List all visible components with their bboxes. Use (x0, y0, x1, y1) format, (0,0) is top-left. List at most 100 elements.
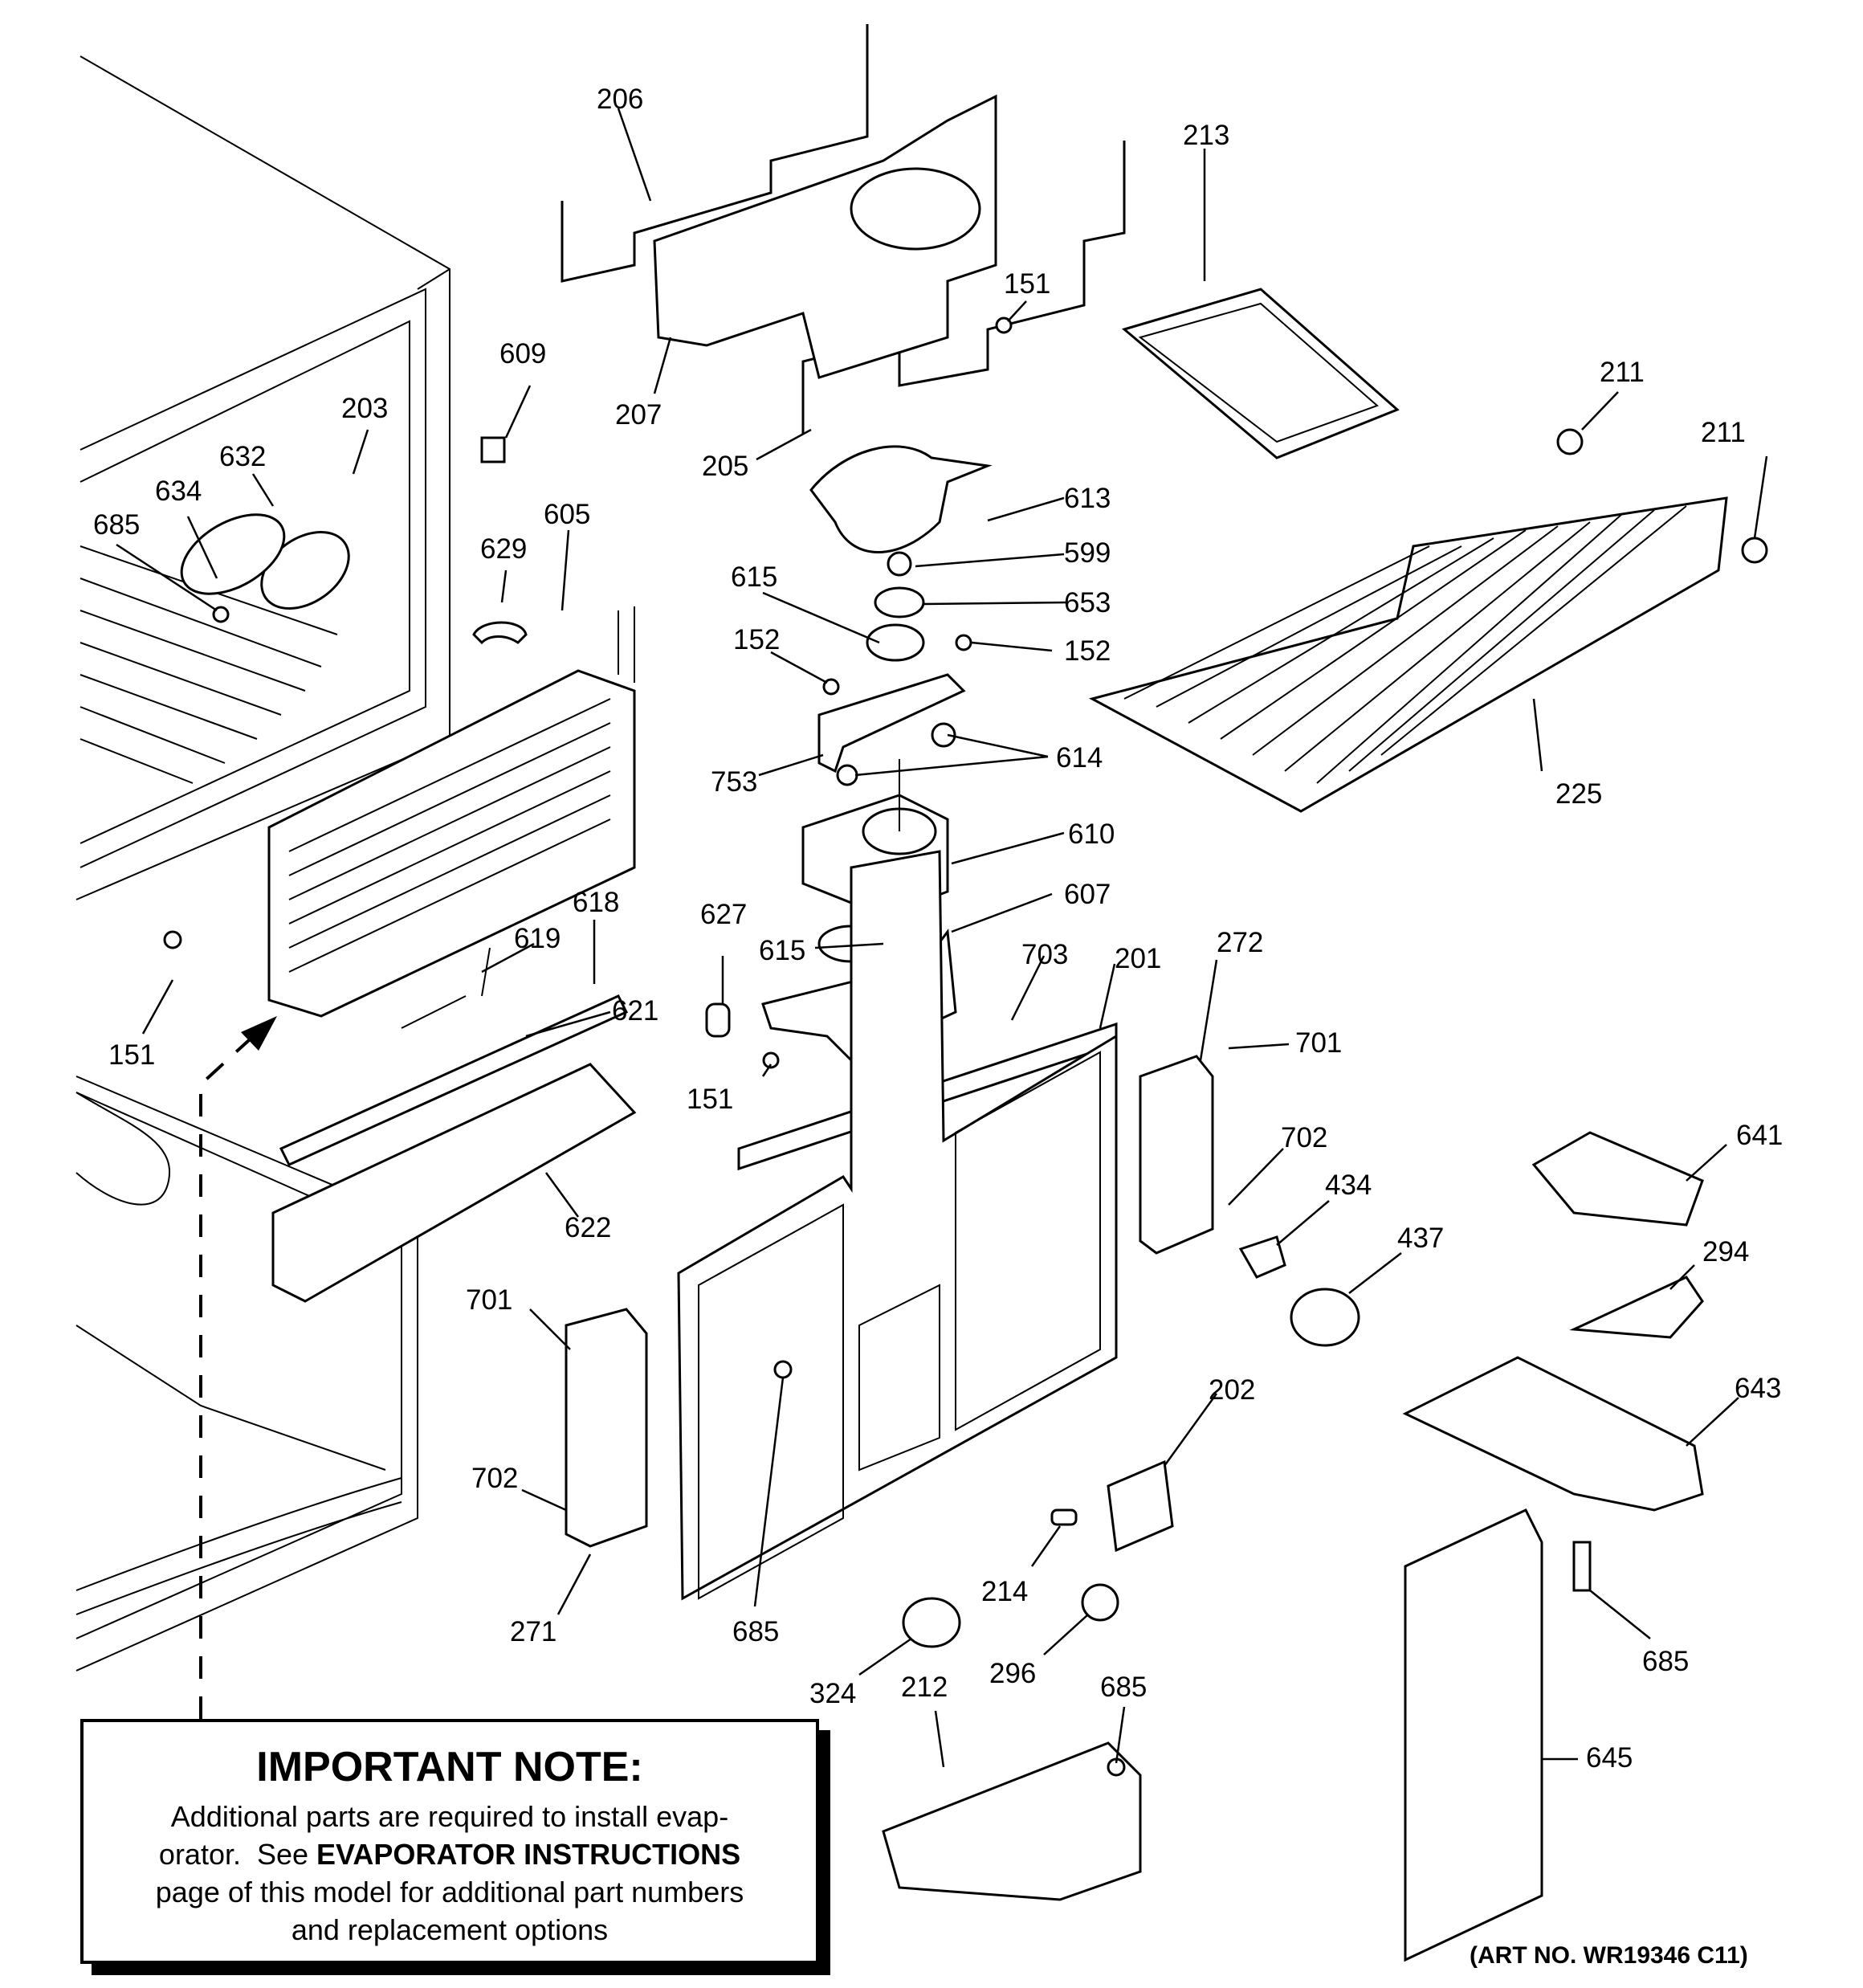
duct-272 (1139, 1055, 1214, 1255)
important-note-body: Additional parts are required to install… (84, 1798, 816, 1949)
duct-271 (565, 1308, 648, 1548)
art-number: (ART NO. WR19346 C11) (1470, 1942, 1748, 1969)
callout-272: 272 (1217, 927, 1263, 958)
thermistor-627 (705, 1002, 731, 1038)
callout-643: 643 (1735, 1373, 1781, 1404)
callout-599: 599 (1064, 537, 1111, 569)
screw-685-cover (773, 1360, 793, 1379)
fan-blade (809, 445, 993, 553)
evaporator-cover-drawing (677, 850, 1118, 1601)
callout-205: 205 (702, 451, 748, 482)
callout-614: 614 (1056, 742, 1103, 774)
evaporator-drawing (267, 606, 636, 1018)
control-housing (180, 513, 286, 595)
fan-nut (887, 551, 912, 577)
callout-618: 618 (573, 887, 619, 918)
note-line-1: Additional parts are required to install… (170, 1800, 729, 1833)
shelf-support-left (1556, 428, 1584, 455)
callout-324: 324 (809, 1678, 856, 1709)
screw-685-right (1572, 1541, 1592, 1592)
bottom-parts (882, 1459, 1174, 1901)
cover-641 (1531, 1131, 1704, 1227)
grommet-top (866, 623, 925, 662)
callout-685-cabinet: 685 (93, 509, 140, 541)
important-note-box: IMPORTANT NOTE: Additional parts are req… (80, 1719, 819, 1964)
ice-tray (1121, 288, 1400, 459)
callout-294: 294 (1702, 1236, 1749, 1268)
callout-202: 202 (1209, 1374, 1255, 1406)
right-side-parts (1402, 1131, 1704, 1962)
bulb-437 (1290, 1288, 1360, 1347)
callout-702-left: 702 (471, 1463, 518, 1494)
callout-645: 645 (1586, 1742, 1633, 1774)
callout-214: 214 (981, 1576, 1028, 1607)
screw-151-center (762, 1051, 780, 1069)
callout-151-center: 151 (687, 1084, 733, 1115)
evaporator-guide-arrow (199, 1016, 277, 1719)
callout-434: 434 (1325, 1170, 1372, 1201)
callout-653: 653 (1064, 587, 1111, 618)
callout-701-right: 701 (1295, 1027, 1342, 1059)
diffuser-212 (882, 1741, 1142, 1901)
callout-437: 437 (1397, 1223, 1444, 1254)
screw-152-right (955, 634, 972, 651)
defrost-heater-drawing (271, 947, 637, 1303)
shield-294 (1569, 1276, 1704, 1339)
wire-shelf (1088, 496, 1728, 813)
screw-151-left (163, 930, 182, 949)
callout-211-right: 211 (1701, 417, 1746, 448)
callout-753: 753 (711, 766, 757, 798)
cover-645 (1404, 1508, 1543, 1962)
cap-296 (1081, 1583, 1119, 1622)
note-line-4: and replacement options (291, 1913, 609, 1946)
callout-685-right: 685 (1642, 1646, 1689, 1677)
callout-607: 607 (1064, 879, 1111, 910)
cabinet-drawing (75, 55, 450, 1672)
callout-296: 296 (989, 1658, 1036, 1689)
light-parts (1238, 1235, 1360, 1347)
motor-bracket-top (817, 673, 966, 774)
callout-211-left: 211 (1600, 357, 1645, 388)
callout-609: 609 (499, 338, 546, 369)
callout-615-top: 615 (731, 561, 777, 593)
callout-632: 632 (219, 441, 266, 472)
callout-627: 627 (700, 899, 747, 930)
fan-shroud (653, 94, 997, 379)
callout-151-left: 151 (108, 1039, 155, 1071)
duct-drawing (565, 1055, 1214, 1548)
callout-271: 271 (510, 1616, 556, 1647)
ice-tray-drawing (1121, 288, 1400, 459)
callout-labels: 206 213 151 609 203 207 211 211 632 205 … (93, 84, 1783, 1774)
screw-214 (1050, 1508, 1078, 1526)
evaporator-instructions-text: EVAPORATOR INSTRUCTIONS (316, 1838, 741, 1871)
small-parts (163, 316, 1118, 1171)
fan-opening (850, 167, 981, 251)
fan-bracket-drawing (561, 24, 1126, 434)
callout-621: 621 (612, 995, 658, 1027)
evaporator-coil (267, 669, 636, 1018)
callout-207: 207 (615, 399, 662, 431)
screw-151-top (995, 316, 1013, 334)
screw-152-left (822, 678, 840, 696)
callout-151-top: 151 (1004, 268, 1050, 300)
callout-610: 610 (1068, 818, 1115, 850)
switch-609 (480, 436, 506, 463)
socket-434 (1238, 1235, 1286, 1279)
defrost-heater (279, 994, 629, 1166)
note-line-2-prefix: orator. See (158, 1838, 317, 1871)
callout-702-right: 702 (1281, 1122, 1327, 1153)
callout-703: 703 (1021, 939, 1068, 970)
note-line-3: page of this model for additional part n… (155, 1876, 744, 1908)
important-note-title: IMPORTANT NOTE: (256, 1744, 643, 1790)
callout-629: 629 (480, 533, 527, 565)
note-line-2: orator. See EVAPORATOR INSTRUCTIONS (84, 1835, 816, 1873)
housing-643 (1402, 1356, 1704, 1512)
cabinet-light-housing (260, 530, 350, 610)
callout-206: 206 (597, 84, 643, 115)
shelf-support-right (1741, 537, 1768, 564)
clip-629 (472, 621, 528, 645)
screw-685-cabinet (212, 606, 230, 623)
fan-washer (874, 586, 925, 618)
grille-202 (1107, 1459, 1174, 1553)
